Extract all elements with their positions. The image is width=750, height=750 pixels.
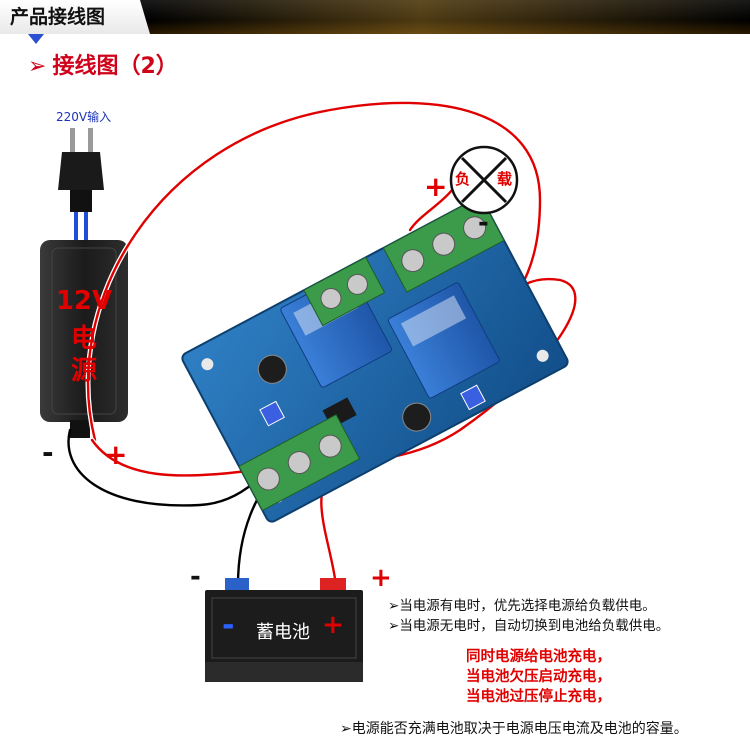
battery-terminal-plus: + [322,610,344,640]
arrow-icon: ➢ [388,618,400,634]
footer-note: ➢电源能否充满电池取决于电源电压电流及电池的容量。 [340,718,688,738]
psu-plus-sign: + [104,438,128,471]
load-plus-sign: + [424,170,448,203]
arrow-icon: ➢ [388,598,400,614]
note-2: ➢当电源无电时，自动切换到电池给负载供电。 [388,614,669,634]
power-input-label: 220V输入 [56,110,112,124]
psu-char-2: 源 [70,356,97,386]
footer-note-text: 电源能否充满电池取决于电源电压电流及电池的容量。 [351,721,688,737]
battery-minus-sign: - [190,562,201,592]
load-lamp [449,145,519,215]
section-title: ➢接线图（2） [28,48,178,80]
psu-minus-sign: - [42,436,54,469]
chevron-down-icon [28,34,44,44]
header-glow [150,0,750,34]
relay-2 [387,282,500,399]
red-note-1: 同时电源给电池充电， [466,649,611,665]
note-2-text: 当电源无电时，自动切换到电池给负载供电。 [399,618,670,634]
note-1: ➢当电源有电时，优先选择电源给负载供电。 [388,594,656,614]
red-note-3: 当电池过压停止充电， [466,689,611,705]
terminal-block-right [382,195,505,293]
battery [205,578,363,682]
battery-plus-sign: + [370,563,392,593]
power-plug [58,128,104,240]
terminal-block-left [238,413,361,512]
note-1-text: 当电源有电时，优先选择电源给负载供电。 [399,598,656,614]
load-label-left: 负 [455,170,471,188]
header-title: 产品接线图 [0,0,150,34]
pcb-board [181,195,569,523]
psu-voltage-label: 12V [55,286,113,316]
red-note-2: 当电池欠压启动充电， [466,669,611,685]
battery-label: 蓄电池 [256,622,310,643]
header-bar: 产品接线图 [0,0,750,34]
battery-terminal-minus: - [222,608,235,643]
section-title-text: 接线图（2） [52,54,178,79]
psu-char-1: 电 [70,324,97,354]
load-label-right: 载 [497,170,513,188]
terminal-block-top [303,256,386,327]
load-minus-sign: - [478,208,489,238]
arrow-icon: ➢ [28,54,47,79]
arrow-icon: ➢ [340,721,352,737]
